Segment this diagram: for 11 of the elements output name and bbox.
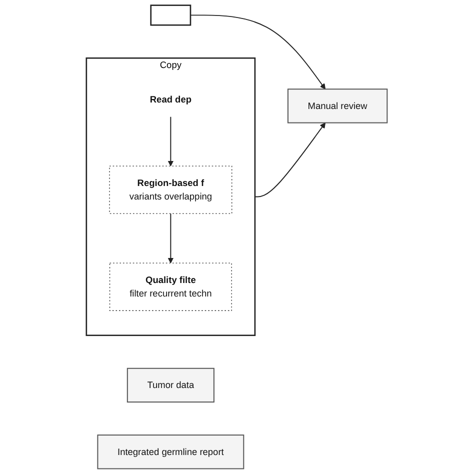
- arrow: [190, 14, 326, 90]
- node-box: Tumor data: [127, 368, 215, 403]
- arrow: [168, 116, 174, 166]
- node-text: Read dep: [150, 94, 192, 105]
- node-box: [150, 4, 192, 26]
- node-box: Region-based f variants overlapping: [109, 166, 232, 214]
- node-box: Manual review: [288, 88, 388, 124]
- node-box: Integrated germline report: [97, 434, 244, 470]
- arrow: [254, 122, 326, 198]
- arrow: [168, 213, 174, 264]
- node-box: Quality filte filter recurrent techn: [110, 262, 232, 311]
